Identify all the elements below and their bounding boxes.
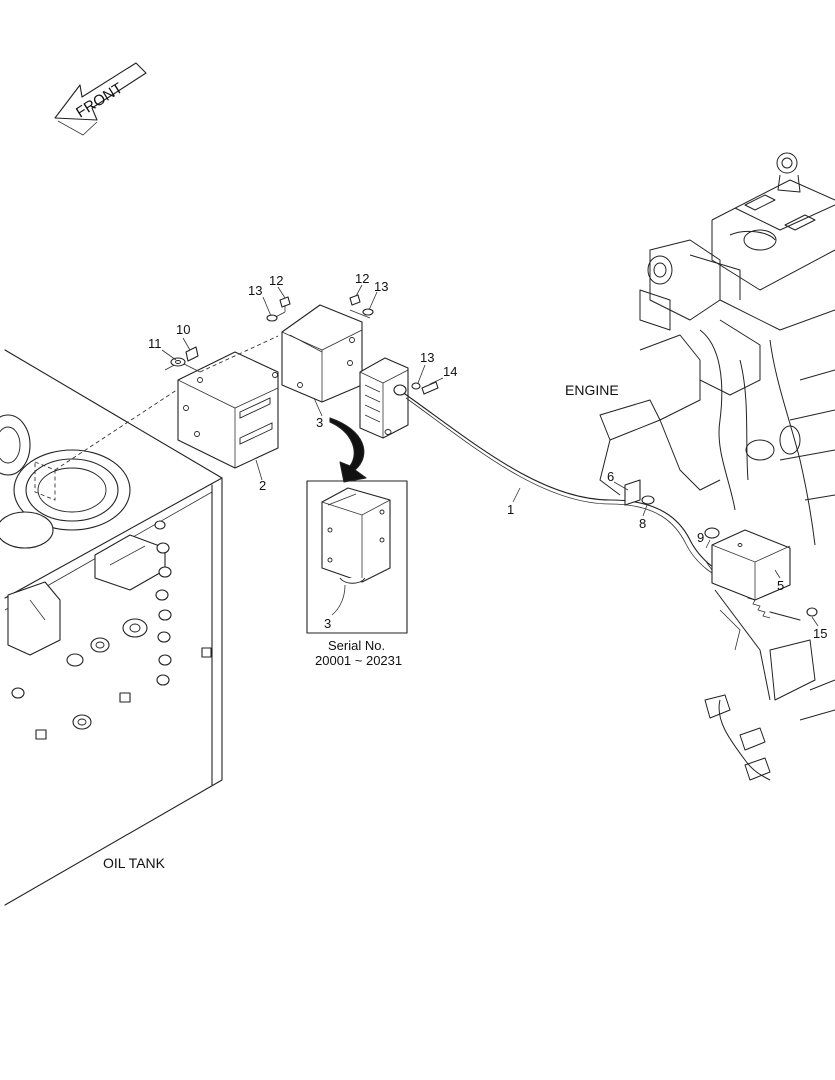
callout-5: 5 (777, 578, 784, 593)
oil-tank: OIL TANK (0, 349, 223, 906)
callout-1: 1 (507, 502, 514, 517)
serial-label: Serial No. (328, 638, 385, 653)
bracket-3 (269, 304, 371, 403)
callout-9: 9 (697, 530, 704, 545)
callout-10: 10 (176, 322, 190, 337)
bracket-2 (164, 335, 279, 469)
leader-lines (161, 284, 819, 627)
callout-13: 13 (374, 279, 388, 294)
callout-13: 13 (248, 283, 262, 298)
front-direction-arrow: FRONT (54, 62, 147, 136)
callouts: 10 11 12 13 12 13 13 14 2 3 1 6 8 9 5 15 (148, 271, 827, 641)
callout-12: 12 (355, 271, 369, 286)
callout-3: 3 (316, 415, 323, 430)
serial-inset: 3 Serial No. 20001 ~ 20231 (306, 417, 408, 668)
callout-2: 2 (259, 478, 266, 493)
actuator-unit (359, 357, 409, 439)
callout-12: 12 (269, 273, 283, 288)
callout-15: 15 (813, 626, 827, 641)
callout-14: 14 (443, 364, 457, 379)
oil-tank-label: OIL TANK (103, 855, 166, 871)
engine: ENGINE (565, 152, 835, 781)
callout-6: 6 (607, 469, 614, 484)
serial-range: 20001 ~ 20231 (315, 653, 402, 668)
throttle-cable (404, 393, 818, 621)
fasteners (170, 294, 439, 395)
inset-part-number: 3 (324, 616, 331, 631)
callout-11: 11 (148, 336, 162, 351)
engine-label: ENGINE (565, 382, 619, 398)
bracket-5 (704, 527, 791, 601)
callout-8: 8 (639, 516, 646, 531)
callout-13: 13 (420, 350, 434, 365)
